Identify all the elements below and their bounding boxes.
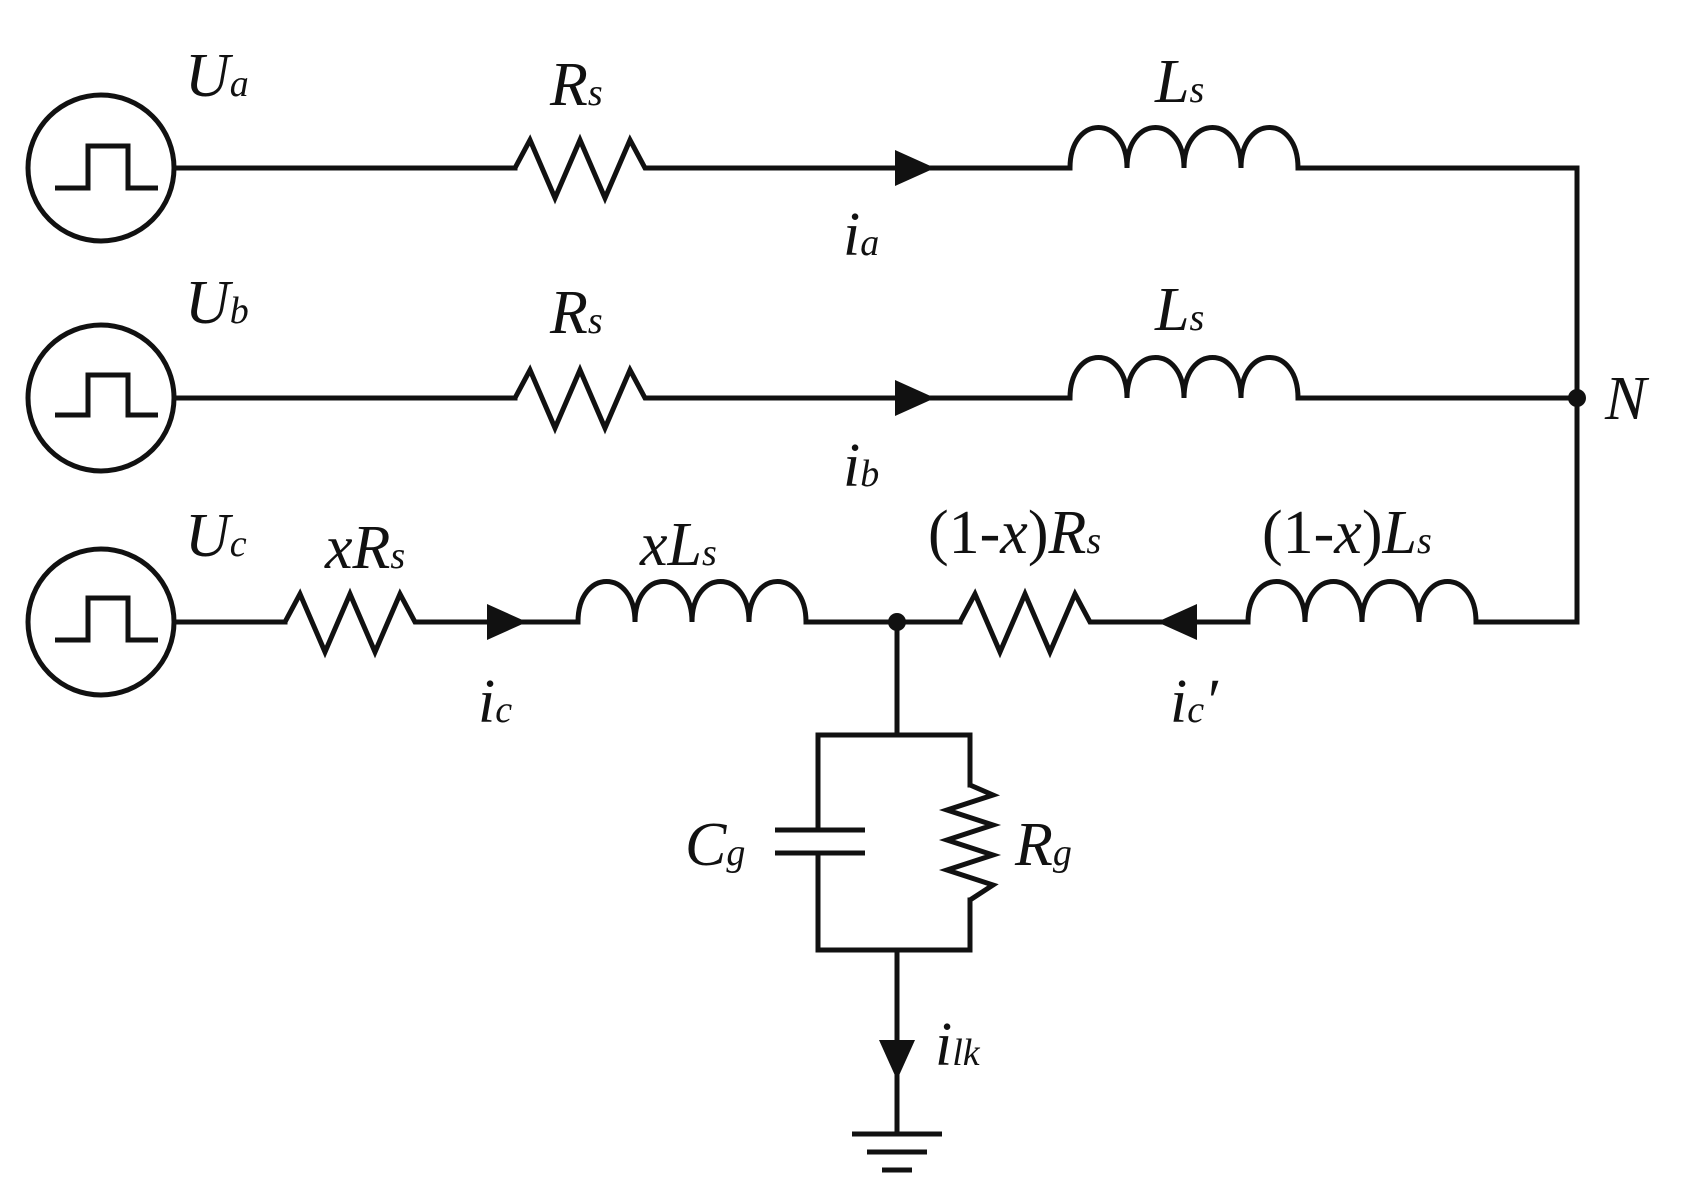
label-xrs: xRs [324,514,405,582]
label-ib: ib [843,432,879,500]
label-ic-prime: ic′ [1170,668,1219,736]
label-1-x-rs: (1-x)Rs [928,499,1101,567]
source-a [25,92,177,244]
label-neutral: N [1604,365,1650,433]
label-ilk: ilk [935,1011,981,1079]
label-cg: Cg [685,811,745,879]
source-b [25,322,177,474]
resistor-a [512,133,660,205]
current-arrow-a [895,150,935,186]
label-ls-b: Ls [1154,276,1204,344]
current-arrow-c-2 [1157,604,1197,640]
label-ia: ia [843,201,879,269]
label-xls: xLs [639,511,717,579]
label-rs-b: Rs [549,279,603,347]
current-arrow-b [895,380,935,416]
neutral-node [1568,389,1586,407]
resistor-c-2 [957,587,1105,659]
ground-symbol [852,1131,942,1173]
label-rs-a: Rs [549,51,603,119]
inductor-a [1067,125,1301,169]
inductor-c-2 [1245,579,1479,623]
label-rg: Rg [1014,811,1072,879]
source-c [25,546,177,698]
capacitor-g [775,827,865,856]
inductor-b [1067,355,1301,399]
label-1-x-ls: (1-x)Ls [1262,499,1432,567]
label-uc: Uc [185,502,247,570]
wire-ground-frame-bottom [815,850,973,953]
resistor-c-1 [282,587,430,659]
current-arrow-lk [879,1040,915,1080]
wire-ground-frame [815,732,973,833]
current-arrow-c-1 [487,604,527,640]
resistor-g [938,782,1002,903]
label-ua: Ua [185,42,249,110]
label-ic: ic [478,668,512,736]
label-ls-a: Ls [1154,48,1204,116]
inductor-c-1 [575,579,809,623]
resistor-b [512,363,660,435]
label-ub: Ub [185,269,249,337]
